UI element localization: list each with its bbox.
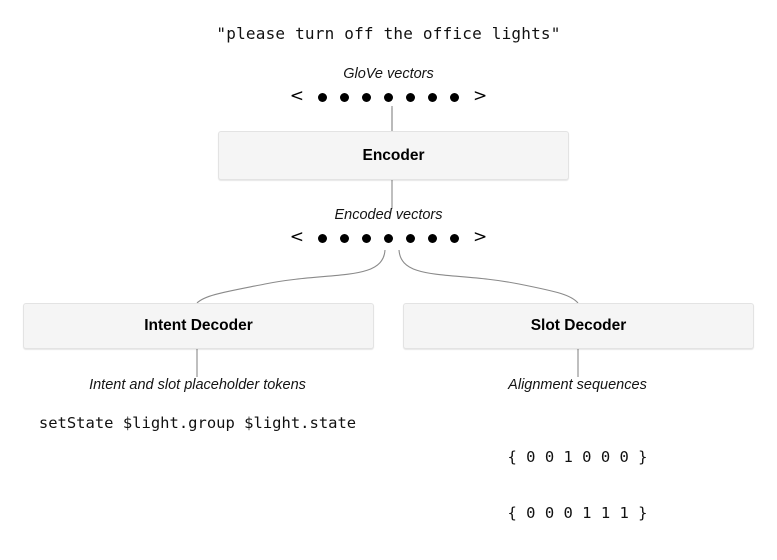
alignment-sequences: { 0 0 1 0 0 0 } { 0 0 0 1 1 1 }	[403, 412, 752, 560]
connector-encoded-to-intent-decoder	[196, 249, 386, 304]
glove-vector-row: < >	[0, 88, 777, 107]
input-utterance: "please turn off the office lights"	[216, 24, 561, 43]
glove-vectors-label: GloVe vectors	[343, 66, 434, 82]
encoder-label: Encoder	[362, 146, 425, 164]
alignment-sequence-line: { 0 0 1 0 0 0 }	[507, 448, 648, 466]
slot-output-label: Alignment sequences	[508, 377, 647, 393]
angle-open-bracket: <	[289, 227, 304, 247]
vector-dot	[406, 234, 415, 243]
vector-dot	[318, 234, 327, 243]
vector-dot	[384, 93, 393, 102]
vector-dot	[450, 234, 459, 243]
encoded-vectors-label: Encoded vectors	[334, 207, 443, 223]
intent-decoder-node[interactable]: Intent Decoder	[23, 303, 374, 349]
angle-close-bracket: >	[473, 86, 488, 106]
vector-dot	[362, 93, 371, 102]
vector-dot	[406, 93, 415, 102]
slot-decoder-node[interactable]: Slot Decoder	[403, 303, 754, 349]
vector-dot	[362, 234, 371, 243]
intent-decoder-label: Intent Decoder	[144, 317, 253, 334]
vector-dot	[340, 93, 349, 102]
vector-dot	[428, 93, 437, 102]
vector-dot	[450, 93, 459, 102]
connector-lines	[196, 106, 579, 377]
vector-dot	[318, 93, 327, 102]
vector-dot	[340, 234, 349, 243]
model-architecture-diagram: "please turn off the office lights" GloV…	[0, 24, 777, 522]
encoded-vector-row: < >	[0, 229, 777, 248]
vector-dot	[428, 234, 437, 243]
intent-output-tokens: setState $light.group $light.state	[38, 414, 357, 432]
angle-open-bracket: <	[289, 86, 304, 106]
vector-dot	[384, 234, 393, 243]
slot-decoder-label: Slot Decoder	[530, 317, 627, 334]
intent-output-label: Intent and slot placeholder tokens	[89, 377, 306, 393]
connector-encoded-to-slot-decoder	[398, 249, 579, 304]
encoder-node[interactable]: Encoder	[218, 131, 569, 180]
angle-close-bracket: >	[473, 227, 488, 247]
alignment-sequence-line: { 0 0 0 1 1 1 }	[507, 503, 648, 522]
